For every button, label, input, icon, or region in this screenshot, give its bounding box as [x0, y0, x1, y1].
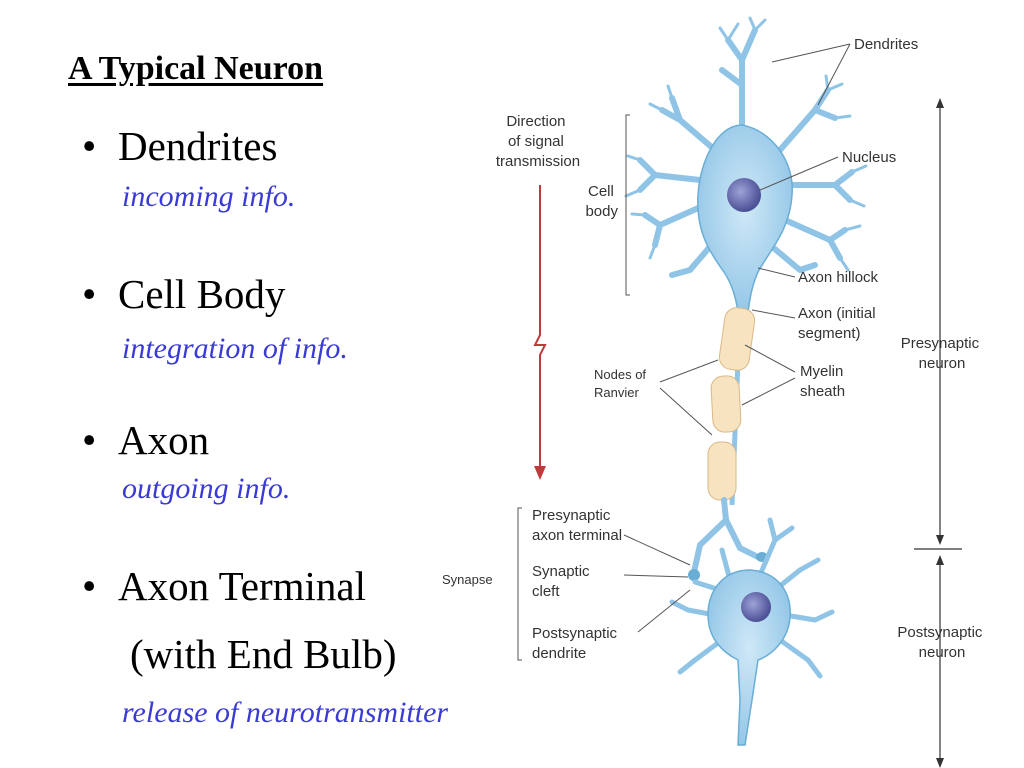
label-dendrites: Dendrites [854, 36, 918, 53]
label-myelin-sheath: Myelin sheath [800, 363, 848, 400]
label-postsynaptic-neuron: Postsynaptic neuron [897, 624, 986, 661]
label-axon-initial-segment: Axon (initial segment) [798, 305, 880, 342]
label-nucleus: Nucleus [842, 149, 896, 166]
bullet-continuation: (with End Bulb) [130, 631, 397, 677]
bullet-note-cell-body: integration of info. [122, 332, 348, 365]
label-synapse: Synapse [442, 572, 493, 587]
postsynaptic-cell-body [707, 569, 791, 746]
bullet-axon: • Axon [82, 416, 209, 464]
label-presynaptic-neuron: Presynaptic neuron [901, 335, 984, 372]
cell-body [697, 124, 793, 313]
label-synaptic-cleft: Synaptic cleft [532, 563, 594, 600]
presynaptic-dendrites [637, 27, 855, 278]
synapse-bracket [517, 507, 522, 661]
bullet-label: Dendrites [118, 123, 278, 169]
bullet-note-axon: outgoing info. [122, 472, 291, 505]
leader-lines [623, 43, 851, 633]
label-postsynaptic-dendrite: Postsynaptic dendrite [532, 625, 621, 662]
direction-arrow [533, 185, 547, 480]
bullet-glyph: • [82, 563, 97, 609]
postsynaptic-dendrites [669, 517, 835, 679]
label-direction: Direction of signal transmission [496, 113, 580, 170]
label-nodes-of-ranvier: Nodes of Ranvier [594, 367, 650, 400]
bullet-glyph: • [82, 123, 97, 169]
axon-terminal [691, 497, 763, 575]
bullet-axon-terminal: • Axon Terminal [82, 562, 366, 610]
label-axon-hillock: Axon hillock [798, 269, 879, 286]
bullet-label: Axon [118, 417, 210, 463]
cell-body-bracket [625, 114, 630, 296]
bullet-glyph: • [82, 271, 97, 317]
bullet-label: Axon Terminal [118, 563, 367, 609]
bullet-cell-body: • Cell Body [82, 270, 285, 318]
bullet-label: Cell Body [118, 271, 286, 317]
neuron-extent-arrows [914, 98, 962, 768]
axon [707, 307, 756, 506]
bullet-glyph: • [82, 417, 97, 463]
bullet-note-axon-terminal: release of neurotransmitter [122, 696, 449, 729]
bullet-dendrites: • Dendrites [82, 122, 277, 170]
label-cell-body: Cell body [585, 183, 618, 220]
nucleus-shape [727, 178, 761, 212]
slide-title: A Typical Neuron [68, 50, 324, 87]
label-presynaptic-terminal: Presynaptic axon terminal [532, 507, 622, 544]
bullet-note-dendrites: incoming info. [122, 180, 296, 213]
